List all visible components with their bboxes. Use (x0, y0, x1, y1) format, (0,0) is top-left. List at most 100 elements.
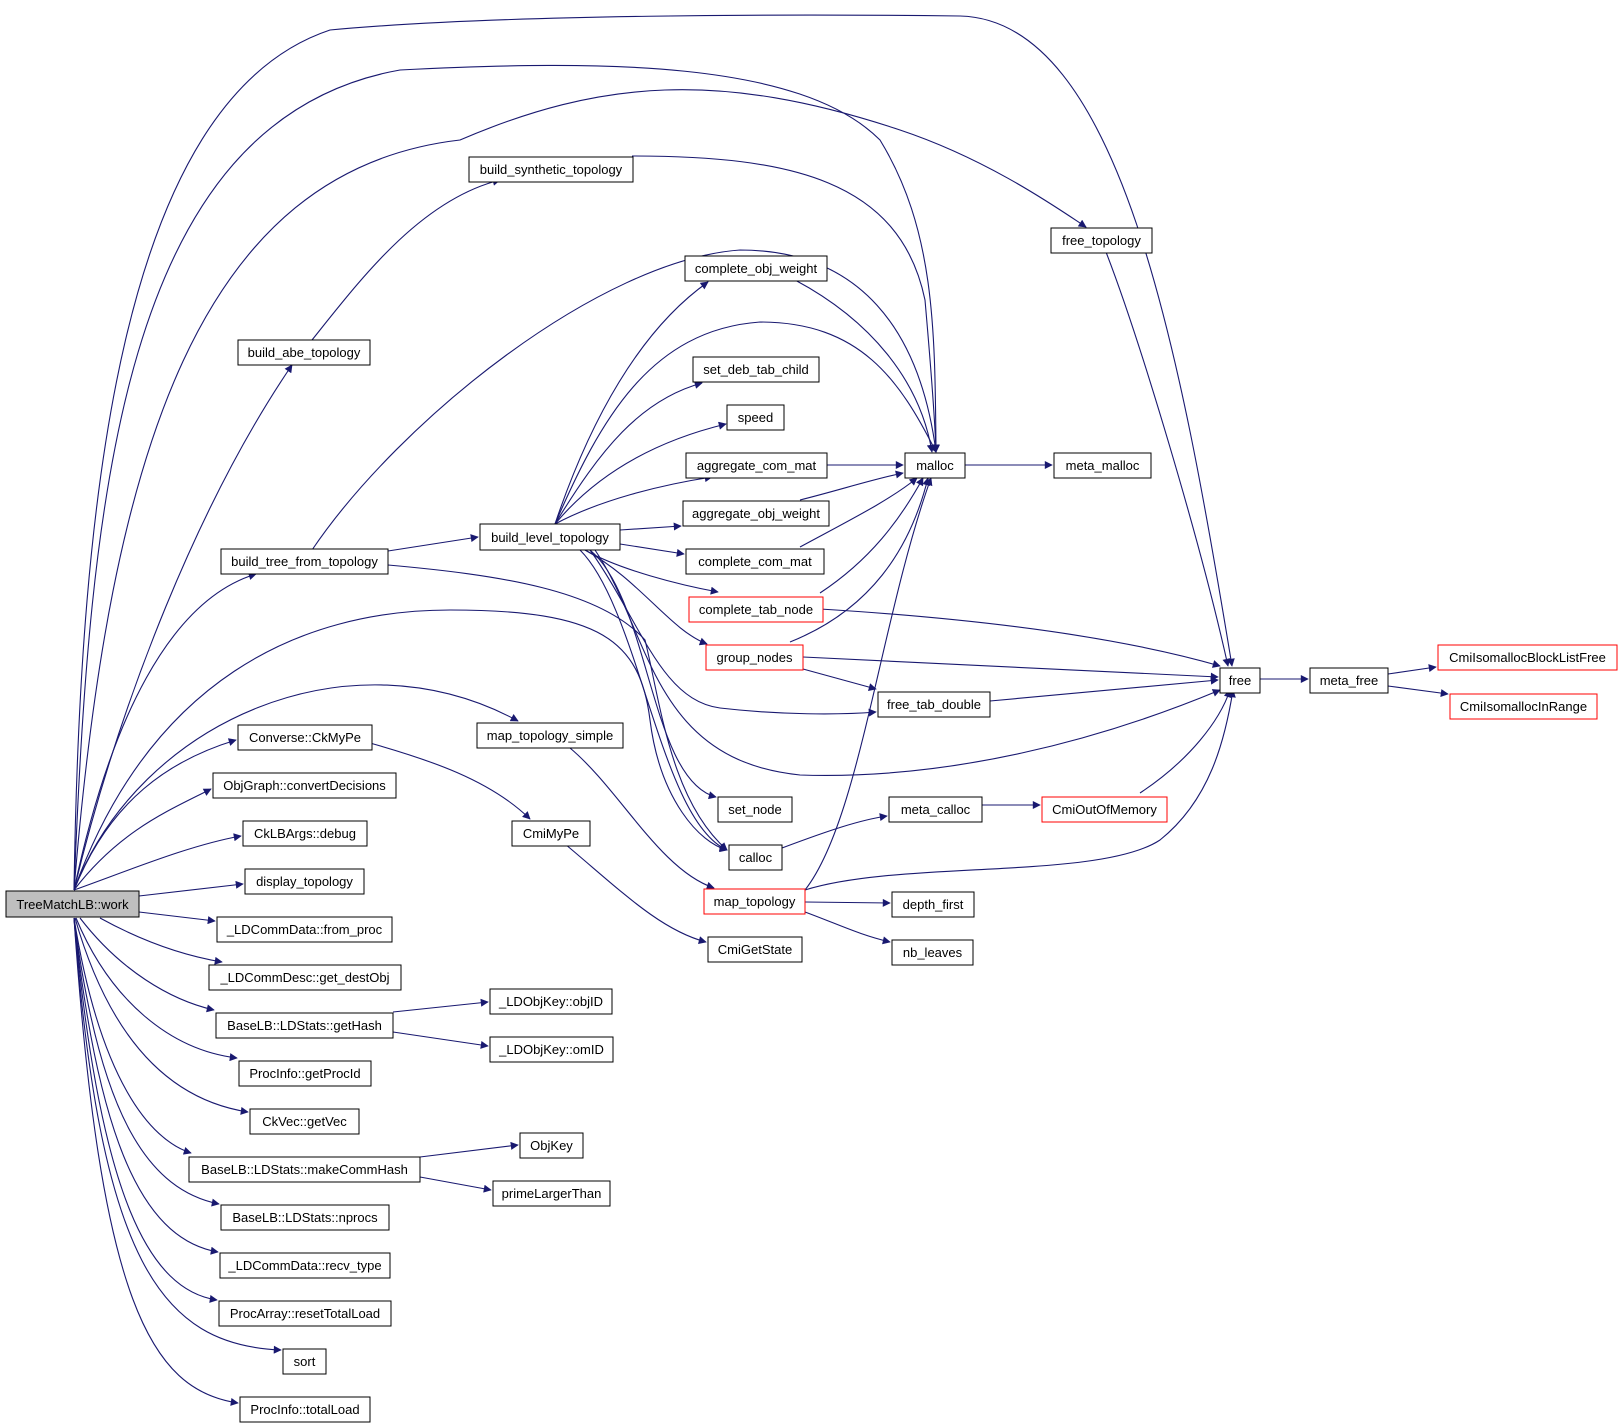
node-display_topology[interactable]: display_topology (244, 868, 365, 895)
node-label: build_level_topology (491, 530, 609, 545)
edge-work-ObjGraph_convertDecisions (73, 788, 212, 891)
node-work[interactable]: TreeMatchLB::work (5, 890, 140, 918)
node-label: ObjKey (530, 1138, 573, 1153)
node-LDCommDesc_get_destObj[interactable]: _LDCommDesc::get_destObj (208, 964, 402, 991)
edges (73, 14, 1449, 1406)
node-label: _LDCommData::from_proc (226, 922, 383, 937)
edge-tree-malloc (311, 249, 940, 551)
node-label: CmiIsomallocInRange (1460, 699, 1587, 714)
node-Converse_CkMyPe[interactable]: Converse::CkMyPe (237, 724, 373, 751)
node-sort[interactable]: sort (282, 1348, 327, 1375)
node-group_nodes[interactable]: group_nodes (705, 644, 804, 671)
edge-work-display_topology (138, 880, 244, 897)
node-free_tab_double[interactable]: free_tab_double (877, 691, 991, 718)
node-complete_com_mat[interactable]: complete_com_mat (685, 548, 825, 575)
edge-tree-calloc (387, 564, 728, 851)
edge-work-makeCommHash (73, 917, 192, 1155)
edge-complete_obj_weight-malloc (794, 279, 935, 453)
node-ProcInfo_totalLoad[interactable]: ProcInfo::totalLoad (239, 1396, 371, 1423)
node-label: speed (738, 410, 773, 425)
node-LDCommData_from_proc[interactable]: _LDCommData::from_proc (216, 916, 393, 943)
node-label: TreeMatchLB::work (16, 897, 129, 912)
node-label: map_topology_simple (487, 728, 613, 743)
node-label: build_abe_topology (248, 345, 361, 360)
edge-work-build_abe_topology (73, 364, 293, 891)
node-label: build_synthetic_topology (480, 162, 623, 177)
node-LDObjKey_omID[interactable]: _LDObjKey::omID (489, 1036, 614, 1063)
node-CmiIsomallocInRange[interactable]: CmiIsomallocInRange (1449, 693, 1598, 720)
edge-makeCommHash-primeLargerThan (419, 1176, 492, 1193)
node-nb_leaves[interactable]: nb_leaves (891, 939, 974, 966)
node-CmiMyPe[interactable]: CmiMyPe (511, 820, 591, 847)
node-meta_free[interactable]: meta_free (1309, 667, 1389, 694)
node-build_level_topology[interactable]: build_level_topology (479, 523, 621, 551)
node-BaseLB_getHash[interactable]: BaseLB::LDStats::getHash (215, 1012, 394, 1039)
edge-complete_tab_node-free (819, 608, 1221, 668)
node-label: map_topology (714, 894, 796, 909)
node-label: CmiGetState (718, 942, 792, 957)
node-label: set_node (728, 802, 782, 817)
node-speed[interactable]: speed (726, 404, 785, 431)
node-CkVec_getVec[interactable]: CkVec::getVec (249, 1108, 360, 1135)
node-primeLargerThan[interactable]: primeLargerThan (492, 1180, 611, 1207)
node-label: set_deb_tab_child (703, 362, 809, 377)
edge-meta_free-InRange (1387, 685, 1449, 698)
edge-complete_com_mat-malloc (799, 477, 918, 548)
node-ObjKey[interactable]: ObjKey (519, 1132, 584, 1159)
edge-level-free_tab_double (589, 549, 877, 717)
node-label: Converse::CkMyPe (249, 730, 361, 745)
node-depth_first[interactable]: depth_first (891, 891, 975, 918)
node-meta_calloc[interactable]: meta_calloc (888, 796, 983, 823)
node-ObjGraph_convertDecisions[interactable]: ObjGraph::convertDecisions (212, 772, 397, 799)
node-label: sort (294, 1354, 316, 1369)
node-ProcInfo_getProcId[interactable]: ProcInfo::getProcId (238, 1060, 372, 1087)
node-label: group_nodes (717, 650, 793, 665)
node-malloc[interactable]: malloc (904, 452, 966, 479)
node-set_node[interactable]: set_node (717, 796, 793, 823)
node-LDObjKey_objID[interactable]: _LDObjKey::objID (489, 988, 613, 1015)
edge-map_topology-free (804, 689, 1236, 891)
edge-free_topology-free (1105, 251, 1231, 667)
edge-work-get_destObj (99, 917, 223, 965)
node-label: BaseLB::LDStats::getHash (227, 1018, 382, 1033)
node-free[interactable]: free (1219, 667, 1261, 694)
node-build_synthetic_topology[interactable]: build_synthetic_topology (468, 156, 634, 183)
edge-level-set_deb_tab_child (554, 381, 703, 525)
edge-makeCommHash-ObjKey (419, 1141, 519, 1158)
edge-free_tab_double-free (989, 676, 1219, 702)
node-map_topology[interactable]: map_topology (703, 888, 806, 915)
node-CmiGetState[interactable]: CmiGetState (707, 936, 803, 963)
edge-calloc-meta_calloc (781, 813, 888, 849)
edge-level-complete_obj_weight (554, 281, 709, 525)
node-label: CmiMyPe (523, 826, 579, 841)
node-CkLBArgs_debug[interactable]: CkLBArgs::debug (242, 820, 368, 847)
node-CmiOutOfMemory[interactable]: CmiOutOfMemory (1041, 796, 1168, 823)
node-calloc[interactable]: calloc (728, 844, 783, 871)
node-LDCommData_recv_type[interactable]: _LDCommData::recv_type (219, 1252, 391, 1279)
node-complete_obj_weight[interactable]: complete_obj_weight (684, 255, 828, 282)
node-CmiIsomallocBlockListFree[interactable]: CmiIsomallocBlockListFree (1437, 644, 1618, 671)
node-label: _LDObjKey::objID (498, 994, 603, 1009)
node-aggregate_com_mat[interactable]: aggregate_com_mat (685, 452, 828, 479)
node-BaseLB_makeCommHash[interactable]: BaseLB::LDStats::makeCommHash (188, 1156, 421, 1183)
edge-work-getVec (74, 917, 249, 1115)
node-set_deb_tab_child[interactable]: set_deb_tab_child (692, 356, 820, 383)
node-aggregate_obj_weight[interactable]: aggregate_obj_weight (682, 500, 830, 527)
node-label: malloc (916, 458, 954, 473)
node-complete_tab_node[interactable]: complete_tab_node (688, 596, 824, 623)
node-map_topology_simple[interactable]: map_topology_simple (476, 722, 624, 749)
node-build_tree_from_topology[interactable]: build_tree_from_topology (220, 548, 389, 575)
node-label: CkLBArgs::debug (254, 826, 356, 841)
node-ProcArray_resetTotalLoad[interactable]: ProcArray::resetTotalLoad (218, 1300, 392, 1327)
node-label: ProcInfo::getProcId (249, 1066, 360, 1081)
edge-level-free (594, 549, 1221, 776)
node-meta_malloc[interactable]: meta_malloc (1053, 452, 1152, 479)
node-BaseLB_nprocs[interactable]: BaseLB::LDStats::nprocs (220, 1204, 390, 1231)
node-label: calloc (739, 850, 773, 865)
edge-level-aggregate_obj_weight (619, 522, 682, 531)
node-build_abe_topology[interactable]: build_abe_topology (237, 339, 371, 366)
node-free_topology[interactable]: free_topology (1050, 227, 1153, 254)
edge-level-group_nodes (584, 549, 708, 646)
node-label: meta_free (1320, 673, 1379, 688)
edge-map_topology-malloc (804, 477, 933, 891)
